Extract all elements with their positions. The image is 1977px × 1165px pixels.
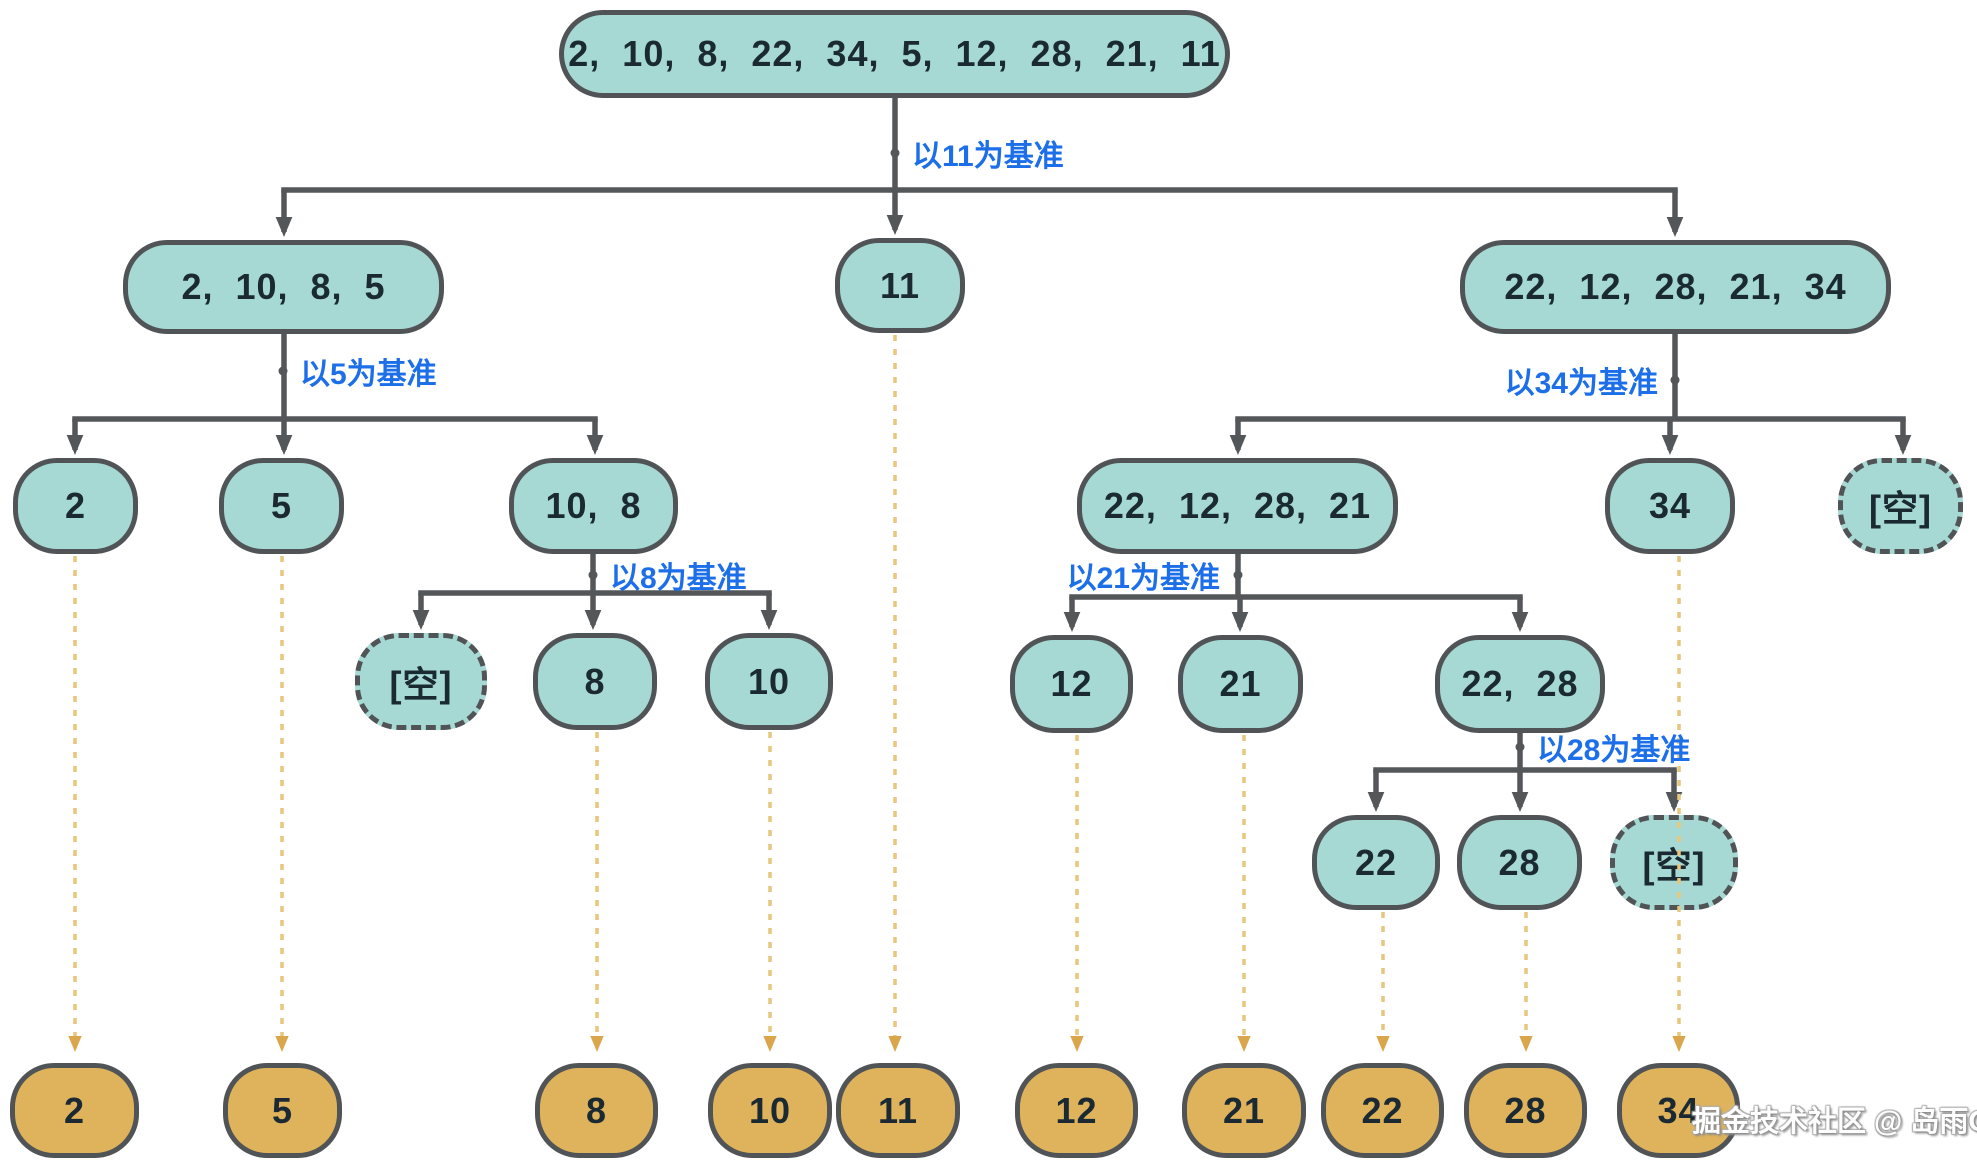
tree-node-sorted-22: 22 bbox=[1321, 1063, 1444, 1158]
tree-node-l3-empty: [空] bbox=[1838, 458, 1963, 554]
tree-node-sorted-12: 12 bbox=[1015, 1063, 1138, 1158]
tree-node-sorted-11: 11 bbox=[836, 1063, 960, 1158]
tree-node-l2-right: 22, 12, 28, 21, 34 bbox=[1460, 240, 1891, 334]
tree-node-l3-5: 5 bbox=[219, 458, 344, 554]
tree-node-sorted-28: 28 bbox=[1464, 1063, 1587, 1158]
tree-node-l5-28: 28 bbox=[1457, 815, 1582, 910]
tree-node-sorted-8: 8 bbox=[535, 1063, 658, 1158]
edge-label-dot bbox=[890, 148, 900, 158]
edge-label-dot bbox=[1233, 570, 1243, 580]
tree-node-sorted-2: 2 bbox=[10, 1063, 139, 1158]
tree-node-l3-34: 34 bbox=[1605, 458, 1735, 554]
tree-node-l4-empty: [空] bbox=[355, 633, 487, 730]
tree-node-sorted-10: 10 bbox=[708, 1063, 832, 1158]
edge-label-dot bbox=[1670, 375, 1680, 385]
tree-node-sorted-21: 21 bbox=[1182, 1063, 1306, 1158]
tree-node-root: 2, 10, 8, 22, 34, 5, 12, 28, 21, 11 bbox=[559, 10, 1230, 98]
tree-node-l4-8: 8 bbox=[533, 633, 657, 730]
tree-node-sorted-34: 34 bbox=[1617, 1063, 1740, 1158]
tree-node-l4-22-28: 22, 28 bbox=[1435, 635, 1605, 733]
tree-node-l4-21: 21 bbox=[1178, 635, 1303, 733]
edge-label-dot bbox=[588, 570, 598, 580]
tree-node-sorted-5: 5 bbox=[223, 1063, 342, 1158]
tree-node-l5-22: 22 bbox=[1312, 815, 1440, 910]
tree-node-l4-12: 12 bbox=[1010, 635, 1133, 733]
edge-label-dot bbox=[278, 366, 288, 376]
tree-node-l3-22-12-28-21: 22, 12, 28, 21 bbox=[1077, 458, 1398, 554]
tree-node-l2-left: 2, 10, 8, 5 bbox=[123, 240, 444, 334]
edge-label-dot bbox=[1515, 742, 1525, 752]
tree-node-l2-pivot-11: 11 bbox=[835, 238, 965, 333]
tree-node-l3-2: 2 bbox=[13, 458, 138, 554]
tree-node-l5-empty: [空] bbox=[1610, 815, 1738, 910]
tree-node-l4-10: 10 bbox=[705, 633, 833, 730]
tree-node-l3-10-8: 10, 8 bbox=[509, 458, 678, 554]
watermark: 掘金技术社区 @ 岛雨QA bbox=[1692, 1106, 1977, 1138]
